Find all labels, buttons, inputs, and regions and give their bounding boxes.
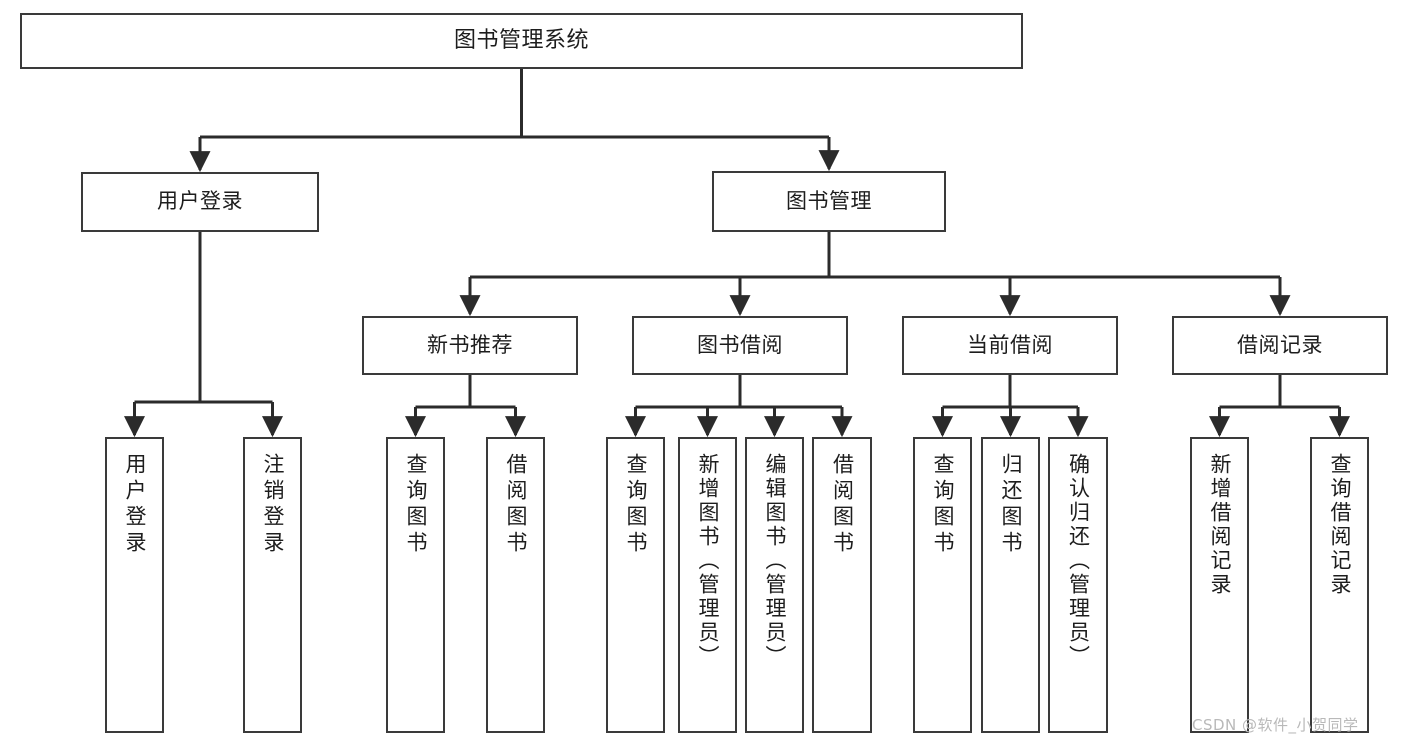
node-label: 当前借阅 (967, 332, 1053, 357)
node-leaf-add-record[interactable]: 新增借阅记录 (1190, 437, 1249, 733)
node-label: 新增图书（管理员） (696, 453, 720, 669)
node-label: 图书管理 (786, 188, 872, 213)
node-label: 查询图书 (931, 453, 955, 557)
node-leaf-query-book-1[interactable]: 查询图书 (386, 437, 445, 733)
node-label: 借阅图书 (504, 453, 528, 557)
node-leaf-query-book-3[interactable]: 查询图书 (913, 437, 972, 733)
node-root[interactable]: 图书管理系统 (20, 13, 1023, 69)
watermark-text: CSDN @软件_小贺同学 (1192, 716, 1359, 734)
node-leaf-borrow-book-1[interactable]: 借阅图书 (486, 437, 545, 733)
node-label: 用户登录 (123, 453, 147, 557)
node-label: 借阅图书 (830, 453, 855, 557)
node-leaf-logout[interactable]: 注销登录 (243, 437, 302, 733)
node-label: 图书管理系统 (453, 28, 589, 54)
node-book-borrow[interactable]: 图书借阅 (632, 316, 848, 375)
node-current-borrow[interactable]: 当前借阅 (902, 316, 1118, 375)
node-label: 新增借阅记录 (1208, 453, 1232, 597)
node-label: 编辑图书（管理员） (763, 453, 787, 669)
node-leaf-confirm-return[interactable]: 确认归还（管理员） (1048, 437, 1108, 733)
node-label: 新书推荐 (427, 332, 513, 357)
node-label: 借阅记录 (1237, 332, 1323, 357)
node-leaf-edit-book[interactable]: 编辑图书（管理员） (745, 437, 804, 733)
node-label: 查询图书 (624, 453, 648, 557)
node-leaf-add-book[interactable]: 新增图书（管理员） (678, 437, 737, 733)
node-new-book-rec[interactable]: 新书推荐 (362, 316, 578, 375)
node-label: 用户登录 (157, 189, 243, 214)
node-borrow-record[interactable]: 借阅记录 (1172, 316, 1388, 375)
node-label: 查询图书 (404, 453, 428, 557)
node-label: 确认归还（管理员） (1066, 453, 1091, 669)
node-label: 查询借阅记录 (1328, 453, 1352, 597)
node-label: 图书借阅 (697, 332, 783, 357)
node-leaf-borrow-book-2[interactable]: 借阅图书 (812, 437, 872, 733)
node-leaf-query-book-2[interactable]: 查询图书 (606, 437, 665, 733)
node-leaf-return-book[interactable]: 归还图书 (981, 437, 1040, 733)
node-leaf-query-record[interactable]: 查询借阅记录 (1310, 437, 1369, 733)
node-label: 归还图书 (999, 453, 1023, 557)
node-leaf-user-login[interactable]: 用户登录 (105, 437, 164, 733)
node-user-login[interactable]: 用户登录 (81, 172, 319, 232)
node-book-manage[interactable]: 图书管理 (712, 171, 946, 232)
node-label: 注销登录 (261, 453, 285, 557)
